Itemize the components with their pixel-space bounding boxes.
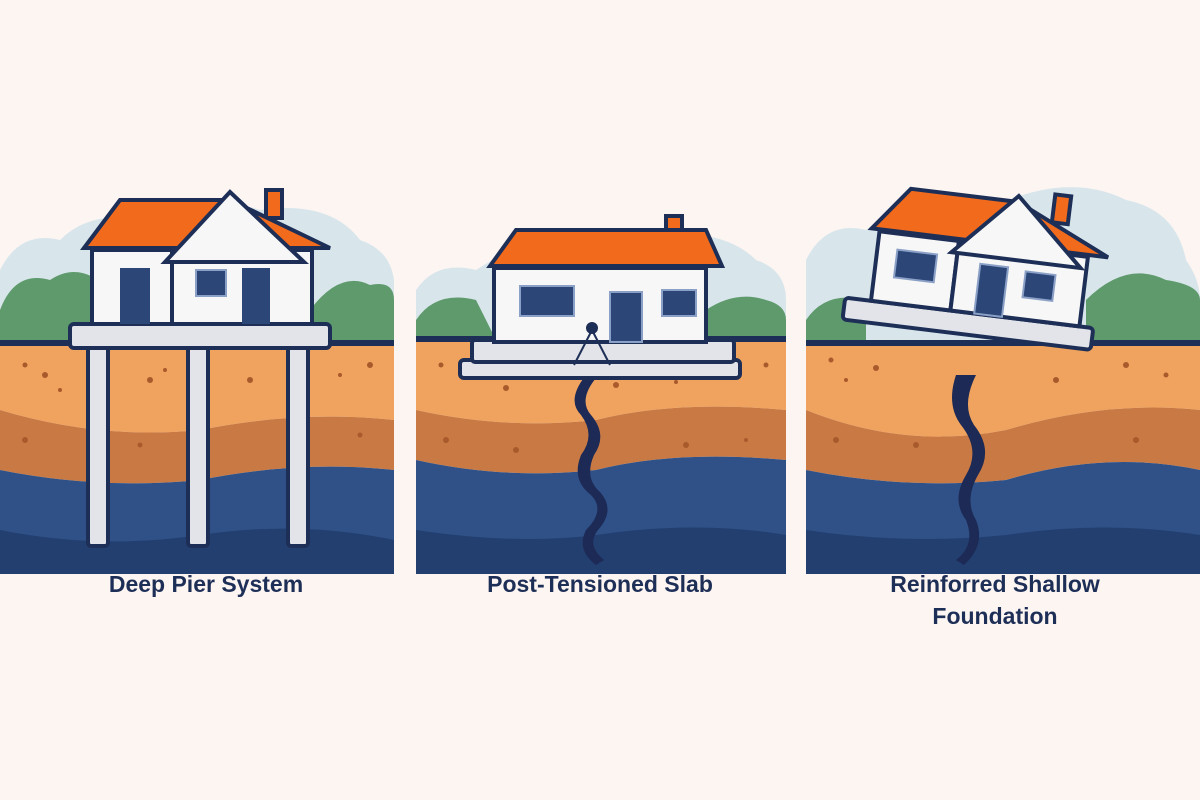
caption-post-tensioned-slab: Post-Tensioned Slab — [487, 571, 713, 597]
post-tensioned-illustration — [416, 214, 786, 574]
pier-columns — [86, 344, 310, 548]
window-right — [1021, 270, 1057, 302]
pier-center — [186, 344, 210, 548]
roof — [486, 228, 726, 268]
caption-line-2: Foundation — [932, 603, 1058, 629]
chimney — [1049, 192, 1074, 227]
soil-speckles — [22, 362, 373, 448]
tendon-anchor — [573, 322, 611, 366]
panel-post-tensioned-slab — [416, 150, 786, 574]
house — [486, 214, 726, 344]
deep-pier-illustration — [0, 188, 394, 574]
tilted-house — [840, 186, 1110, 352]
pier-left — [86, 344, 110, 548]
door — [973, 262, 1010, 318]
trees — [416, 296, 786, 340]
pier-right — [286, 344, 310, 548]
door — [609, 291, 643, 343]
bedrock-deep-layer — [806, 527, 1200, 574]
clay-layer — [416, 406, 786, 474]
house — [80, 188, 331, 326]
topsoil-layer — [806, 346, 1200, 437]
window-left — [892, 248, 939, 284]
pier-cap-beam — [68, 322, 332, 350]
roof-gable — [160, 189, 310, 264]
caption-reinforced-shallow-foundation: Reinforred Shallow Foundation — [790, 568, 1200, 632]
caption-deep-pier-system: Deep Pier System — [108, 571, 304, 597]
panel-deep-pier-system — [0, 150, 394, 574]
roof-gable — [946, 193, 1086, 271]
soil-speckles — [438, 362, 769, 453]
chimney — [264, 188, 284, 220]
shallow-foundation-illustration — [806, 186, 1200, 574]
panel-reinforced-shallow-foundation — [806, 150, 1200, 574]
soil-crack — [952, 375, 986, 565]
soil-speckles — [828, 357, 1169, 448]
door — [120, 268, 150, 324]
clay-layer — [806, 407, 1200, 484]
caption-line-1: Reinforred Shallow — [890, 571, 1100, 597]
window-left — [519, 285, 575, 317]
window-right — [661, 289, 697, 317]
bedrock-deep-layer — [416, 527, 786, 574]
trees — [806, 273, 1200, 350]
ground-line — [806, 340, 1200, 346]
door-right — [242, 268, 270, 324]
window — [195, 269, 227, 297]
soil-crack — [574, 375, 608, 565]
